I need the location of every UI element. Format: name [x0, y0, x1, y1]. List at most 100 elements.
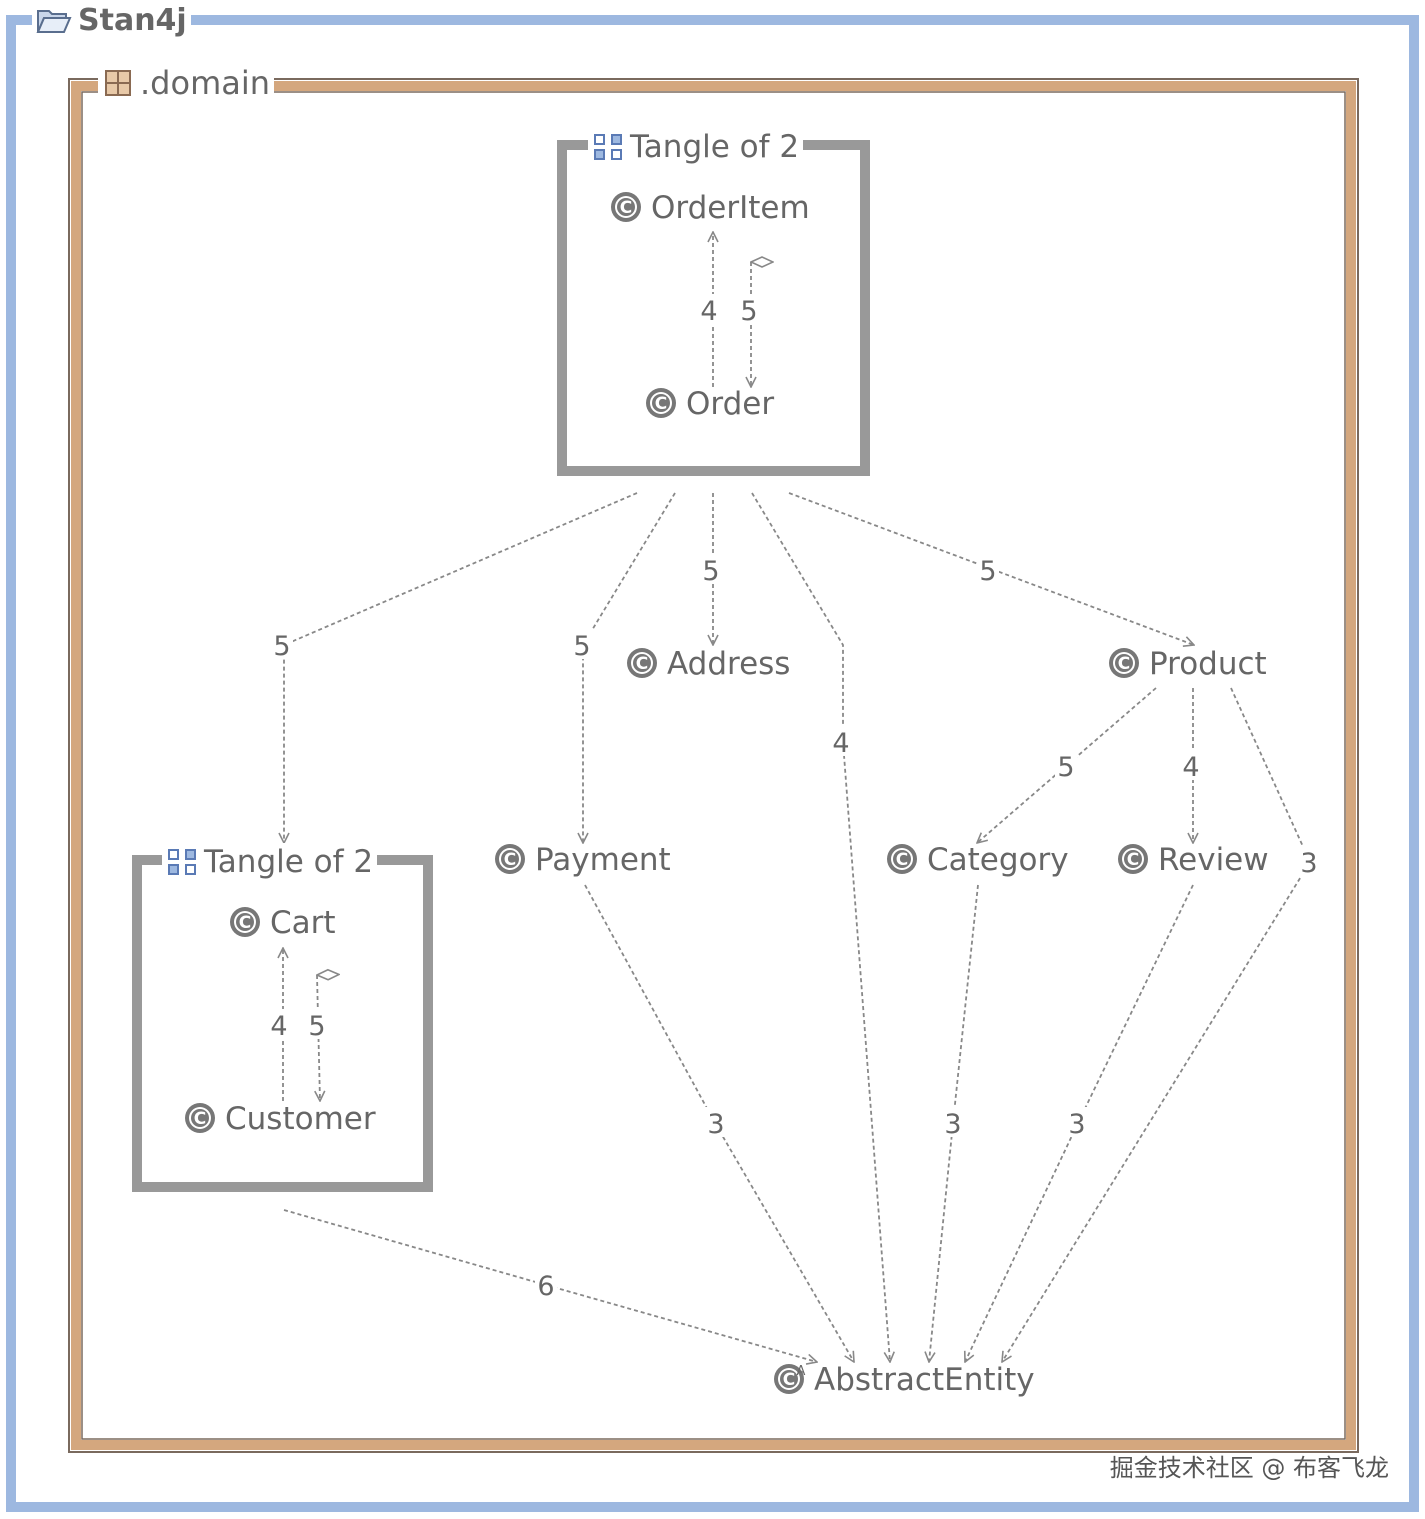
- edge-weight-label: 5: [702, 556, 719, 587]
- tangle-title-left[interactable]: Tangle of 2: [162, 843, 378, 881]
- class-icon: C: [1109, 648, 1139, 678]
- svg-text:C: C: [1127, 850, 1139, 870]
- edge-weight-label: 6: [537, 1271, 554, 1302]
- class-node-category[interactable]: C Category: [887, 842, 1069, 878]
- class-name: Category: [927, 842, 1069, 878]
- svg-text:C: C: [504, 850, 516, 870]
- edge-review-to-abstractentity[interactable]: 3: [965, 884, 1194, 1362]
- edge-line[interactable]: [1002, 687, 1312, 1362]
- class-name: Address: [667, 646, 790, 682]
- class-node-product[interactable]: C Product: [1109, 646, 1267, 682]
- edge-label-bg: [535, 1269, 557, 1299]
- edge-weight-label: 3: [1300, 848, 1317, 879]
- edge-weight-label: 3: [707, 1109, 724, 1140]
- edge-label-bg: [271, 629, 293, 659]
- edge-label-bg: [1180, 750, 1202, 780]
- edge-label-bg: [1055, 750, 1077, 780]
- class-icon: C: [887, 844, 917, 874]
- class-node-address[interactable]: C Address: [627, 646, 790, 682]
- package-name: .domain: [140, 64, 271, 102]
- package-title[interactable]: .domain: [98, 64, 275, 102]
- class-icon: C: [185, 1103, 215, 1133]
- edge-weight-label: 4: [700, 296, 717, 327]
- edge-weight-label: 5: [740, 296, 757, 327]
- edge-customer-to-cart[interactable]: 4: [268, 948, 290, 1101]
- edge-label-bg: [1298, 846, 1320, 876]
- edge-weight-label: 4: [1182, 752, 1199, 783]
- svg-text:C: C: [239, 913, 251, 933]
- edge-tangle_top-to-address[interactable]: 5: [700, 493, 722, 645]
- class-name: OrderItem: [651, 190, 810, 226]
- class-node-orderitem[interactable]: C OrderItem: [611, 190, 810, 226]
- svg-text:C: C: [896, 850, 908, 870]
- edge-label-bg: [1066, 1107, 1088, 1137]
- watermark: 掘金技术社区 @ 布客飞龙: [1109, 1454, 1389, 1482]
- edge-cart-to-customer[interactable]: 5: [306, 975, 328, 1101]
- class-icon: C: [230, 907, 260, 937]
- edge-weight-label: 4: [832, 728, 849, 759]
- edge-label-bg: [306, 1009, 328, 1039]
- class-name: Product: [1149, 646, 1267, 682]
- class-icon: C: [611, 192, 641, 222]
- svg-text:C: C: [655, 394, 667, 414]
- class-node-payment[interactable]: C Payment: [495, 842, 671, 878]
- class-node-review[interactable]: C Review: [1118, 842, 1269, 878]
- edge-weight-label: 3: [944, 1109, 961, 1140]
- package-frame: [71, 81, 1356, 1450]
- edge-product-to-review[interactable]: 4: [1180, 688, 1202, 843]
- edge-orderitem-to-order[interactable]: 5: [738, 262, 760, 387]
- edge-line[interactable]: [788, 492, 1194, 645]
- edge-line[interactable]: [751, 492, 890, 1362]
- edge-line[interactable]: [284, 492, 638, 843]
- edge-line[interactable]: [584, 884, 854, 1362]
- edge-weight-label: 5: [979, 556, 996, 587]
- edge-payment-to-abstractentity[interactable]: 3: [584, 884, 854, 1362]
- edge-tangle_top-to-product[interactable]: 5: [788, 492, 1194, 645]
- package-frame-inner: [81, 91, 1346, 1440]
- package-grid-icon: [105, 70, 131, 96]
- svg-text:C: C: [636, 654, 648, 674]
- class-name: Payment: [535, 842, 671, 878]
- svg-text:C: C: [620, 198, 632, 218]
- svg-text:A: A: [797, 1364, 806, 1379]
- tangle-label: Tangle of 2: [630, 129, 800, 165]
- edge-weight-label: 5: [573, 631, 590, 662]
- edge-label-bg: [738, 294, 760, 324]
- edge-weight-label: 3: [1068, 1109, 1085, 1140]
- svg-text:C: C: [783, 1370, 795, 1390]
- edge-label-bg: [698, 294, 720, 324]
- tangle-title-top[interactable]: Tangle of 2: [588, 128, 804, 166]
- project-title[interactable]: Stan4j: [32, 2, 191, 38]
- edge-label-bg: [700, 554, 722, 584]
- edge-product-to-abstractentity[interactable]: 3: [1002, 687, 1320, 1362]
- class-name: AbstractEntity: [814, 1362, 1035, 1398]
- class-name: Order: [686, 386, 774, 422]
- class-icon: C: [495, 844, 525, 874]
- edge-label-bg: [571, 629, 593, 659]
- class-node-order[interactable]: C Order: [646, 386, 774, 422]
- edge-label-bg: [705, 1107, 727, 1137]
- edge-order-to-orderitem[interactable]: 4: [698, 232, 720, 387]
- svg-text:C: C: [1118, 654, 1130, 674]
- class-icon: C: [646, 388, 676, 418]
- edge-weight-label: 5: [1057, 752, 1074, 783]
- edge-tangle_top-to-tangle_left[interactable]: 5: [271, 492, 638, 843]
- class-icon: C: [627, 648, 657, 678]
- edge-tangle_top-to-payment[interactable]: 5: [571, 492, 676, 843]
- edge-tangle_top-to-abstractentity[interactable]: 4: [751, 492, 890, 1362]
- edge-line[interactable]: [977, 687, 1157, 843]
- edge-tangle_left-to-abstractentity[interactable]: 6: [283, 1209, 817, 1362]
- edge-product-to-category[interactable]: 5: [977, 687, 1157, 843]
- edge-label-bg: [942, 1107, 964, 1137]
- edge-weight-label: 5: [308, 1011, 325, 1042]
- edge-label-bg: [268, 1009, 290, 1039]
- edge-category-to-abstractentity[interactable]: 3: [929, 884, 979, 1362]
- class-name: Review: [1158, 842, 1269, 878]
